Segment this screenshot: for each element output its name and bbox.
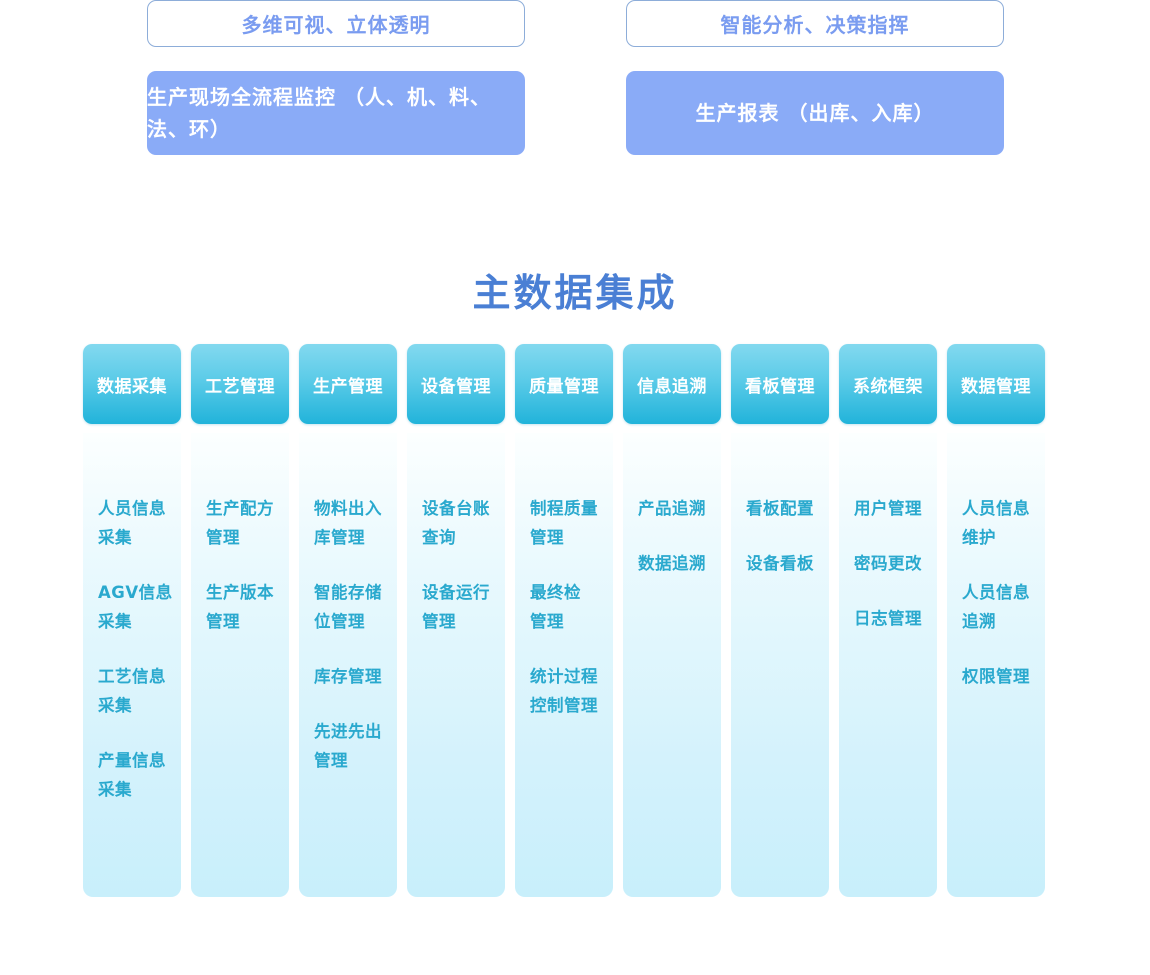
module-item[interactable]: AGV信息 采集 [98, 583, 173, 631]
banner-filled-box-left[interactable]: 生产现场全流程监控 （人、机、料、法、环） [147, 71, 525, 155]
banner-column-right: 智能分析、决策指挥 生产报表 （出库、入库） [626, 0, 1004, 155]
module-item[interactable]: 生产配方 管理 [206, 499, 274, 547]
module-column: 数据采集人员信息 采集 AGV信息 采集工艺信息 采集产量信息 采集 [83, 344, 181, 897]
module-body: 物料出入 库管理智能存储 位管理库存管理先进先出 管理 [299, 433, 397, 897]
module-item[interactable]: 密码更改 [854, 554, 922, 573]
module-item[interactable]: 产量信息 采集 [98, 751, 166, 799]
module-item[interactable]: 权限管理 [962, 667, 1030, 686]
module-item[interactable]: 数据追溯 [638, 554, 706, 573]
module-item[interactable]: 先进先出 管理 [314, 722, 382, 770]
module-item[interactable]: 智能存储 位管理 [314, 583, 382, 631]
module-body: 产品追溯数据追溯 [623, 433, 721, 897]
module-item[interactable]: 设备看板 [746, 554, 814, 573]
module-column: 设备管理设备台账 查询设备运行 管理 [407, 344, 505, 897]
module-item[interactable]: 设备台账 查询 [422, 499, 490, 547]
module-header[interactable]: 数据管理 [947, 344, 1045, 424]
module-body: 人员信息 采集 AGV信息 采集工艺信息 采集产量信息 采集 [83, 433, 181, 897]
module-item[interactable]: 人员信息 采集 [98, 499, 166, 547]
module-header[interactable]: 质量管理 [515, 344, 613, 424]
module-item[interactable]: 看板配置 [746, 499, 814, 518]
module-item[interactable]: 最终检 管理 [530, 583, 581, 631]
module-body: 生产配方 管理生产版本 管理 [191, 433, 289, 897]
module-column: 数据管理人员信息 维护人员信息 追溯权限管理 [947, 344, 1045, 897]
module-column: 生产管理物料出入 库管理智能存储 位管理库存管理先进先出 管理 [299, 344, 397, 897]
module-column: 质量管理制程质量 管理最终检 管理统计过程 控制管理 [515, 344, 613, 897]
module-item[interactable]: 工艺信息 采集 [98, 667, 166, 715]
module-column: 系统框架用户管理密码更改日志管理 [839, 344, 937, 897]
module-item[interactable]: 用户管理 [854, 499, 922, 518]
module-item[interactable]: 制程质量 管理 [530, 499, 598, 547]
module-header[interactable]: 工艺管理 [191, 344, 289, 424]
module-item[interactable]: 统计过程 控制管理 [530, 667, 598, 715]
banner-column-left: 多维可视、立体透明 生产现场全流程监控 （人、机、料、法、环） [147, 0, 525, 155]
module-header[interactable]: 看板管理 [731, 344, 829, 424]
module-item[interactable]: 产品追溯 [638, 499, 706, 518]
module-body: 人员信息 维护人员信息 追溯权限管理 [947, 433, 1045, 897]
module-header[interactable]: 设备管理 [407, 344, 505, 424]
module-header[interactable]: 生产管理 [299, 344, 397, 424]
module-body: 用户管理密码更改日志管理 [839, 433, 937, 897]
module-body: 看板配置设备看板 [731, 433, 829, 897]
page-title: 主数据集成 [472, 271, 678, 315]
module-header[interactable]: 信息追溯 [623, 344, 721, 424]
banner-outline-pill-left[interactable]: 多维可视、立体透明 [147, 0, 525, 47]
module-body: 制程质量 管理最终检 管理统计过程 控制管理 [515, 433, 613, 897]
module-column: 信息追溯产品追溯数据追溯 [623, 344, 721, 897]
module-item[interactable]: 设备运行 管理 [422, 583, 490, 631]
module-item[interactable]: 库存管理 [314, 667, 382, 686]
module-item[interactable]: 人员信息 追溯 [962, 583, 1030, 631]
module-header[interactable]: 系统框架 [839, 344, 937, 424]
module-item[interactable]: 生产版本 管理 [206, 583, 274, 631]
module-item[interactable]: 日志管理 [854, 609, 922, 628]
module-column: 看板管理看板配置设备看板 [731, 344, 829, 897]
module-item[interactable]: 物料出入 库管理 [314, 499, 382, 547]
module-header[interactable]: 数据采集 [83, 344, 181, 424]
top-banner: 多维可视、立体透明 生产现场全流程监控 （人、机、料、法、环） 智能分析、决策指… [0, 0, 1150, 235]
banner-outline-pill-right[interactable]: 智能分析、决策指挥 [626, 0, 1004, 47]
banner-filled-box-right[interactable]: 生产报表 （出库、入库） [626, 71, 1004, 155]
module-column: 工艺管理生产配方 管理生产版本 管理 [191, 344, 289, 897]
module-body: 设备台账 查询设备运行 管理 [407, 433, 505, 897]
module-item[interactable]: 人员信息 维护 [962, 499, 1030, 547]
